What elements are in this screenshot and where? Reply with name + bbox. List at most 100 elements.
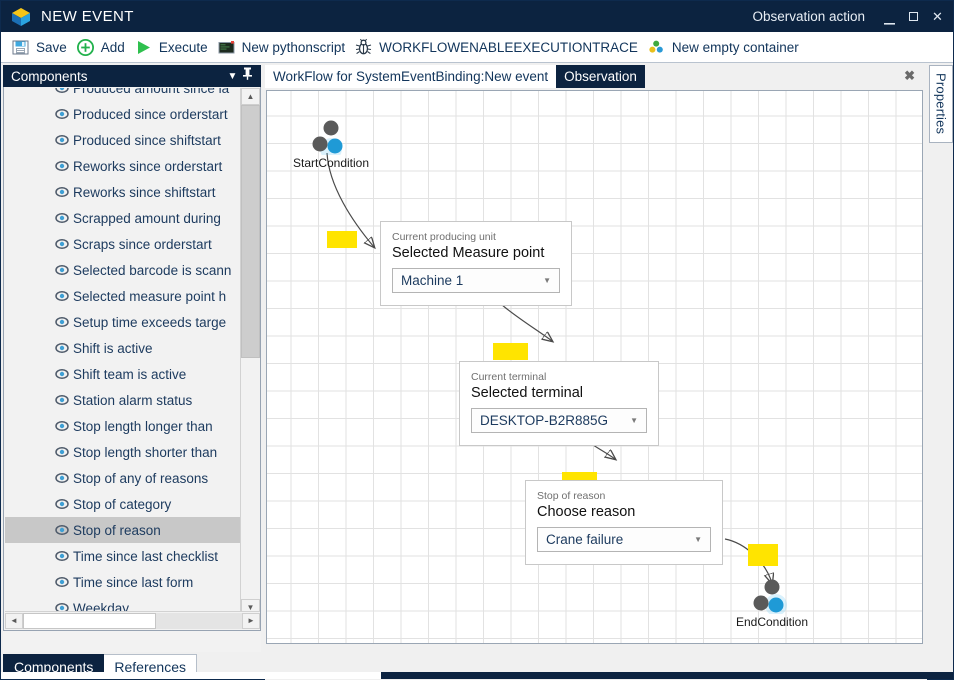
window-title: NEW EVENT [41,8,134,25]
eye-icon [55,549,69,563]
title-bar-right: Observation action ✕ [752,9,953,25]
list-item-label: Selected barcode is scann [73,262,232,278]
title-bar: NEW EVENT Observation action ✕ [1,1,953,32]
list-item[interactable]: Stop length shorter than [5,439,241,465]
close-button[interactable]: ✕ [932,9,943,24]
list-item-label: Scraps since orderstart [73,236,212,252]
horizontal-scroll-track[interactable] [23,612,242,629]
eye-icon [55,315,69,329]
list-item-label: Selected measure point h [73,288,227,304]
components-list[interactable]: Produced amount since la Produced since … [5,88,241,616]
workflow-enable-execution-trace-button[interactable]: WORKFLOWENABLEEXECUTIONTRACE [352,34,645,60]
chevron-down-icon[interactable]: ▼ [227,70,238,82]
list-item[interactable]: Station alarm status [5,387,241,413]
properties-tab[interactable]: Properties [929,65,953,143]
workflow-canvas[interactable]: StartCondition Current producing unit Se… [266,90,923,644]
activity-selected-terminal[interactable]: Current terminal Selected terminal DESKT… [459,361,659,446]
horizontal-scroll-thumb[interactable] [23,612,156,629]
scroll-up-arrow-icon[interactable]: ▲ [241,88,260,105]
list-item[interactable]: Reworks since orderstart [5,153,241,179]
terminal-dropdown[interactable]: DESKTOP-B2R885G ▼ [471,408,647,433]
add-button[interactable]: Add [74,34,132,60]
chevron-down-icon: ▼ [694,535,702,544]
eye-icon [55,211,69,225]
minimize-button[interactable] [883,14,896,27]
start-condition-node[interactable]: StartCondition [293,119,407,170]
list-item[interactable]: Produced since orderstart [5,101,241,127]
measure-point-dropdown[interactable]: Machine 1 ▼ [392,268,560,293]
activity-selected-measure-point[interactable]: Current producing unit Selected Measure … [380,221,572,306]
eye-icon [55,575,69,589]
list-item[interactable]: Scraps since orderstart [5,231,241,257]
vertical-scroll-thumb[interactable] [241,105,260,358]
bug-icon [354,38,373,57]
list-item[interactable]: Scrapped amount during [5,205,241,231]
list-item[interactable]: Stop length longer than [5,413,241,439]
workflow-editor: WorkFlow for SystemEventBinding:New even… [265,65,927,680]
list-item-label: Setup time exceeds targe [73,314,227,330]
new-empty-container-label: New empty container [671,39,799,55]
status-bar [1,672,953,679]
terminal-value: DESKTOP-B2R885G [480,413,609,428]
execute-label: Execute [158,39,208,55]
window-controls: ✕ [883,9,944,25]
components-panel-header: Components ▼ [3,65,261,87]
floppy-disk-icon [11,38,30,57]
list-item[interactable]: Produced since shiftstart [5,127,241,153]
save-button[interactable]: Save [9,34,74,60]
eye-icon [55,523,69,537]
new-empty-container-button[interactable]: New empty container [645,34,806,60]
list-item[interactable]: Setup time exceeds targe [5,309,241,335]
list-item[interactable]: Time since last form [5,569,241,595]
execute-button[interactable]: Execute [132,34,215,60]
list-item-stop-of-reason[interactable]: Stop of reason [5,517,241,543]
activity-subtitle: Stop of reason [537,490,606,502]
components-vertical-scrollbar[interactable]: ▲ ▼ [240,88,260,616]
eye-icon [55,471,69,485]
list-item[interactable]: Produced amount since la [5,88,241,101]
console-window-icon [217,38,236,57]
chevron-down-icon: ▼ [630,416,638,425]
end-condition-node[interactable]: EndCondition [736,578,844,629]
list-item[interactable]: Reworks since shiftstart [5,179,241,205]
plus-circle-icon [76,38,95,57]
eye-icon [55,159,69,173]
list-item[interactable]: Time since last checklist [5,543,241,569]
list-item[interactable]: Shift team is active [5,361,241,387]
eye-icon [55,133,69,147]
list-item[interactable]: Selected measure point h [5,283,241,309]
list-item[interactable]: Stop of category [5,491,241,517]
window-subtitle: Observation action [752,9,865,24]
pin-icon[interactable] [240,67,255,83]
components-panel-title: Components [11,68,88,84]
tab-observation[interactable]: Observation [556,65,645,88]
maximize-button[interactable] [907,10,920,23]
list-item[interactable]: Shift is active [5,335,241,361]
list-item-label: Time since last form [73,574,194,590]
workflow-trace-label: WORKFLOWENABLEEXECUTIONTRACE [379,39,638,55]
list-item[interactable]: Stop of any of reasons [5,465,241,491]
tab-workflow-system-event-binding[interactable]: WorkFlow for SystemEventBinding:New even… [265,65,557,88]
condition-node-glyph [309,119,353,160]
save-label: Save [36,39,67,55]
scroll-left-arrow-icon[interactable]: ◄ [5,612,23,629]
list-item[interactable]: Selected barcode is scann [5,257,241,283]
eye-icon [55,185,69,199]
end-condition-label: EndCondition [735,615,809,629]
list-item-label: Produced since orderstart [73,106,228,122]
highlight-marker-4 [748,544,778,566]
list-item-label: Time since last checklist [73,548,219,564]
scroll-right-arrow-icon[interactable]: ► [242,612,260,629]
new-pythonscript-button[interactable]: New pythonscript [215,34,353,60]
connector-start-to-activity1 [326,152,374,247]
eye-icon [55,237,69,251]
reason-dropdown[interactable]: Crane failure ▼ [537,527,711,552]
components-horizontal-scrollbar[interactable]: ◄ ► [5,611,260,629]
list-item-label: Stop length longer than [73,418,213,434]
list-item-label: Station alarm status [73,392,193,408]
close-icon[interactable]: ✖ [904,68,915,83]
reason-value: Crane failure [546,532,624,547]
activity-choose-reason[interactable]: Stop of reason Choose reason Crane failu… [525,480,723,565]
editor-tab-strip: WorkFlow for SystemEventBinding:New even… [265,65,927,88]
